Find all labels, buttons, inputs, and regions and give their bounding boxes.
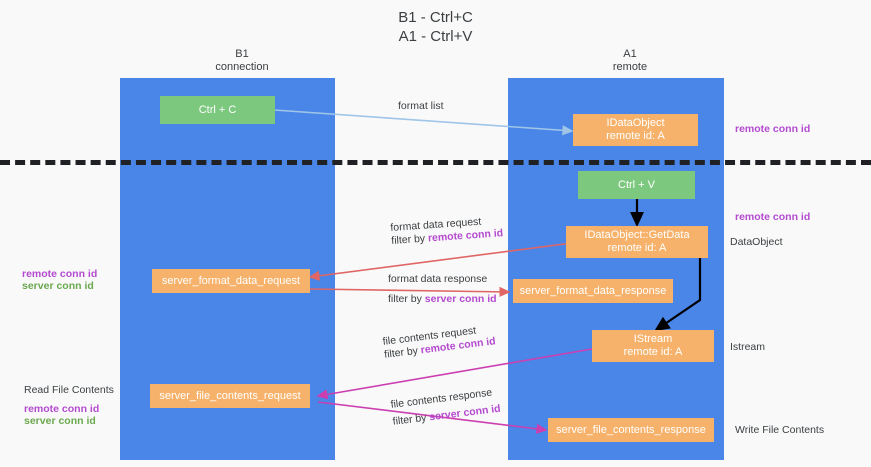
lane-header-b1: B1 connection	[152, 48, 332, 74]
label-format-data-response-filter-key: server conn id	[424, 293, 497, 305]
box-idataobject-line-1: IDataObject	[606, 117, 665, 129]
label-format-list: format list	[398, 100, 444, 113]
box-idataobject-getdata[interactable]: IDataObject::GetData remote id: A	[566, 226, 708, 258]
box-istream[interactable]: IStream remote id: A	[592, 330, 714, 362]
box-server-file-contents-response-label: server_file_contents_response	[556, 423, 706, 436]
box-ctrl-c-label: Ctrl + C	[198, 103, 237, 116]
label-format-data-response-text: format data response	[388, 273, 488, 285]
label-format-data-response: format data response filter by server co…	[388, 273, 497, 306]
box-server-file-contents-response[interactable]: server_file_contents_response	[548, 418, 714, 442]
box-server-file-contents-request-label: server_file_contents_request	[159, 389, 301, 402]
box-ctrl-v-label: Ctrl + V	[618, 178, 655, 191]
box-server-format-data-response[interactable]: server_format_data_response	[513, 279, 673, 303]
annotation-left-remote-conn-id-bottom: remote conn id	[24, 403, 100, 415]
annotation-right-remote-conn-id-mid: remote conn id	[735, 211, 811, 223]
label-format-data-request-filter-prefix: filter by	[390, 232, 429, 247]
box-server-format-data-response-label: server_format_data_response	[519, 284, 667, 297]
label-format-list-text: format list	[398, 100, 444, 112]
box-ctrl-v[interactable]: Ctrl + V	[578, 171, 695, 199]
arrow-format-data-response	[309, 286, 511, 297]
annotation-left-remote-conn-id-mid: remote conn id	[22, 268, 98, 280]
arrow-getdata-to-istream	[654, 258, 702, 332]
arrow-file-contents-response	[317, 401, 548, 434]
arrow-format-list	[273, 109, 574, 136]
box-idataobject-getdata-line-2: remote id: A	[607, 242, 667, 254]
annotation-right-remote-conn-id-top: remote conn id	[735, 123, 811, 135]
box-idataobject[interactable]: IDataObject remote id: A	[573, 114, 698, 146]
annotation-right-dataobject: DataObject	[730, 236, 783, 248]
box-istream-line-1: IStream	[633, 333, 673, 345]
box-ctrl-c[interactable]: Ctrl + C	[160, 96, 275, 124]
lane-header-a1: A1 remote	[540, 48, 720, 74]
box-istream-line-2: remote id: A	[623, 346, 683, 358]
label-format-data-response-filter-prefix: filter by	[388, 293, 425, 305]
box-server-format-data-request[interactable]: server_format_data_request	[152, 269, 310, 293]
lane-header-b1-name: B1	[235, 48, 249, 60]
arrow-format-data-request	[308, 242, 573, 281]
box-server-format-data-request-label: server_format_data_request	[161, 274, 301, 287]
annotation-left-server-conn-id-bottom: server conn id	[24, 415, 96, 427]
annotation-left-server-conn-id-mid: server conn id	[22, 280, 94, 292]
box-idataobject-line-2: remote id: A	[606, 130, 665, 142]
lane-header-b1-role: connection	[215, 61, 269, 73]
lane-header-a1-role: remote	[612, 61, 648, 73]
annotation-left-read-file-contents: Read File Contents	[24, 384, 114, 396]
phase-divider	[0, 160, 871, 165]
box-idataobject-getdata-line-1: IDataObject::GetData	[584, 229, 690, 241]
diagram-title-line-2: A1 - Ctrl+V	[398, 28, 473, 45]
diagram-title-line-1: B1 - Ctrl+C	[398, 9, 473, 26]
label-format-data-response-filter: filter by server conn id	[388, 293, 497, 306]
box-server-file-contents-request[interactable]: server_file_contents_request	[150, 384, 310, 408]
lane-header-a1-name: A1	[623, 48, 637, 60]
annotation-right-write-file-contents: Write File Contents	[735, 424, 825, 436]
diagram-title: B1 - Ctrl+C A1 - Ctrl+V	[0, 8, 871, 46]
arrow-file-contents-request	[316, 348, 593, 400]
annotation-right-istream: Istream	[730, 341, 766, 353]
